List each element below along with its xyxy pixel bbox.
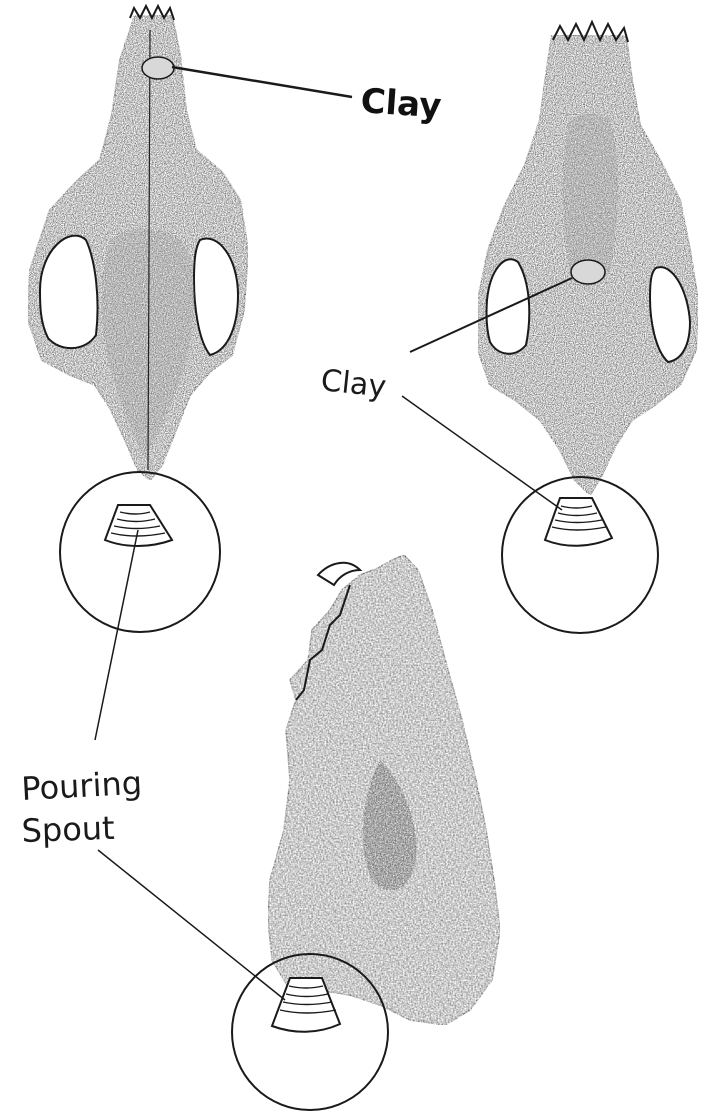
skull-ventral-view <box>478 22 698 495</box>
label-clay-right: Clay <box>319 363 388 405</box>
skull-dorsal-view <box>28 6 248 480</box>
pouring-spout-bottom <box>232 954 388 1110</box>
label-spout: Spout <box>21 809 115 850</box>
label-clay-top: Clay <box>359 81 442 127</box>
mold-circle-left <box>60 472 220 632</box>
skull-ventral-palate <box>563 114 619 285</box>
pouring-spout-left <box>60 472 220 632</box>
spout-funnel-left <box>105 505 172 546</box>
clay-blob-ventral <box>571 260 605 284</box>
leader-pouring-to-bottom-spout <box>98 850 285 1000</box>
leader-clay-top <box>172 67 352 97</box>
clay-blob-dorsal <box>142 57 174 79</box>
label-pouring: Pouring <box>20 764 142 808</box>
leader-pouring-to-left-spout <box>95 530 138 740</box>
pouring-spout-right <box>502 477 658 633</box>
